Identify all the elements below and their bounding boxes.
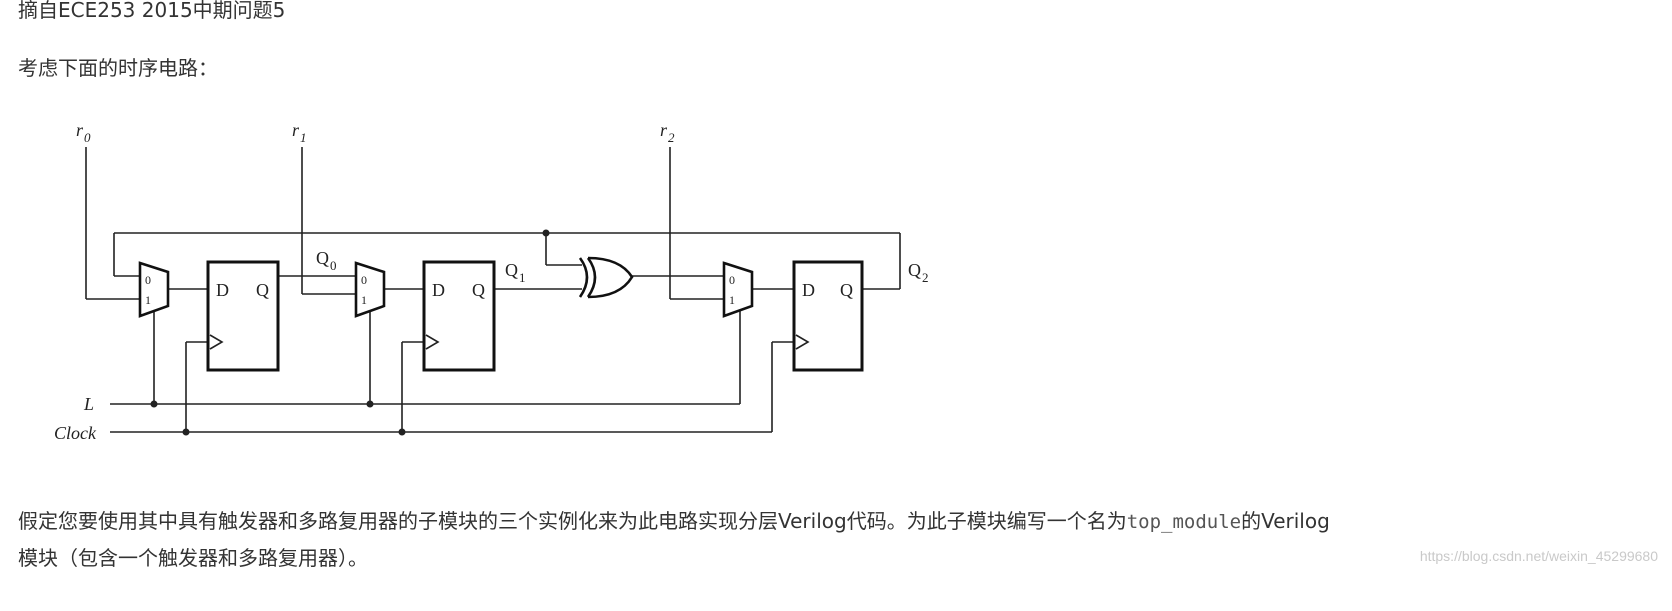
mux2-in0: 0 (729, 273, 735, 287)
source-note: 摘自ECE253 2015中期问题5 (18, 0, 286, 22)
clock-marker-0 (209, 334, 224, 350)
label-load: L (83, 394, 94, 414)
label-q0: Q0 (316, 248, 337, 273)
flip-flop-2 (792, 260, 864, 372)
label-q2: Q2 (908, 260, 929, 285)
mux1-in1: 1 (361, 293, 367, 307)
problem-text-end: 的Verilog (1241, 509, 1330, 533)
ff1-d-label: D (432, 280, 445, 300)
watermark: https://blog.csdn.net/weixin_45299680 (1419, 548, 1658, 564)
mux-0 (138, 261, 170, 318)
xor-gate (578, 256, 634, 299)
ff2-q-label: Q (840, 280, 853, 300)
ff0-d-label: D (216, 280, 229, 300)
label-q1: Q1 (505, 260, 526, 285)
module-name-code: top_module (1126, 511, 1242, 533)
label-r2: r2 (660, 120, 675, 145)
problem-text-line2: 模块（包含一个触发器和多路复用器）。 (18, 546, 368, 570)
clock-marker-1 (425, 334, 440, 350)
clock-marker-2 (795, 334, 810, 350)
mux-1 (354, 261, 386, 318)
label-r1: r1 (292, 120, 307, 145)
ff2-d-label: D (802, 280, 815, 300)
mux0-in1: 1 (145, 293, 151, 307)
problem-text-main: 假定您要使用其中具有触发器和多路复用器的子模块的三个实例化来为此电路实现分层Ve… (18, 509, 1127, 533)
mux2-in1: 1 (729, 293, 735, 307)
mux1-in0: 0 (361, 273, 367, 287)
ff0-q-label: Q (256, 280, 269, 300)
label-r0: r0 (76, 120, 91, 145)
label-clock: Clock (54, 423, 97, 443)
flip-flop-0 (206, 260, 280, 372)
ff1-q-label: Q (472, 280, 485, 300)
mux0-in0: 0 (145, 273, 151, 287)
intro-text: 考虑下面的时序电路： (18, 56, 218, 80)
flip-flop-1 (422, 260, 496, 372)
problem-text: 假定您要使用其中具有触发器和多路复用器的子模块的三个实例化来为此电路实现分层Ve… (18, 507, 1330, 536)
mux-2 (722, 261, 754, 318)
